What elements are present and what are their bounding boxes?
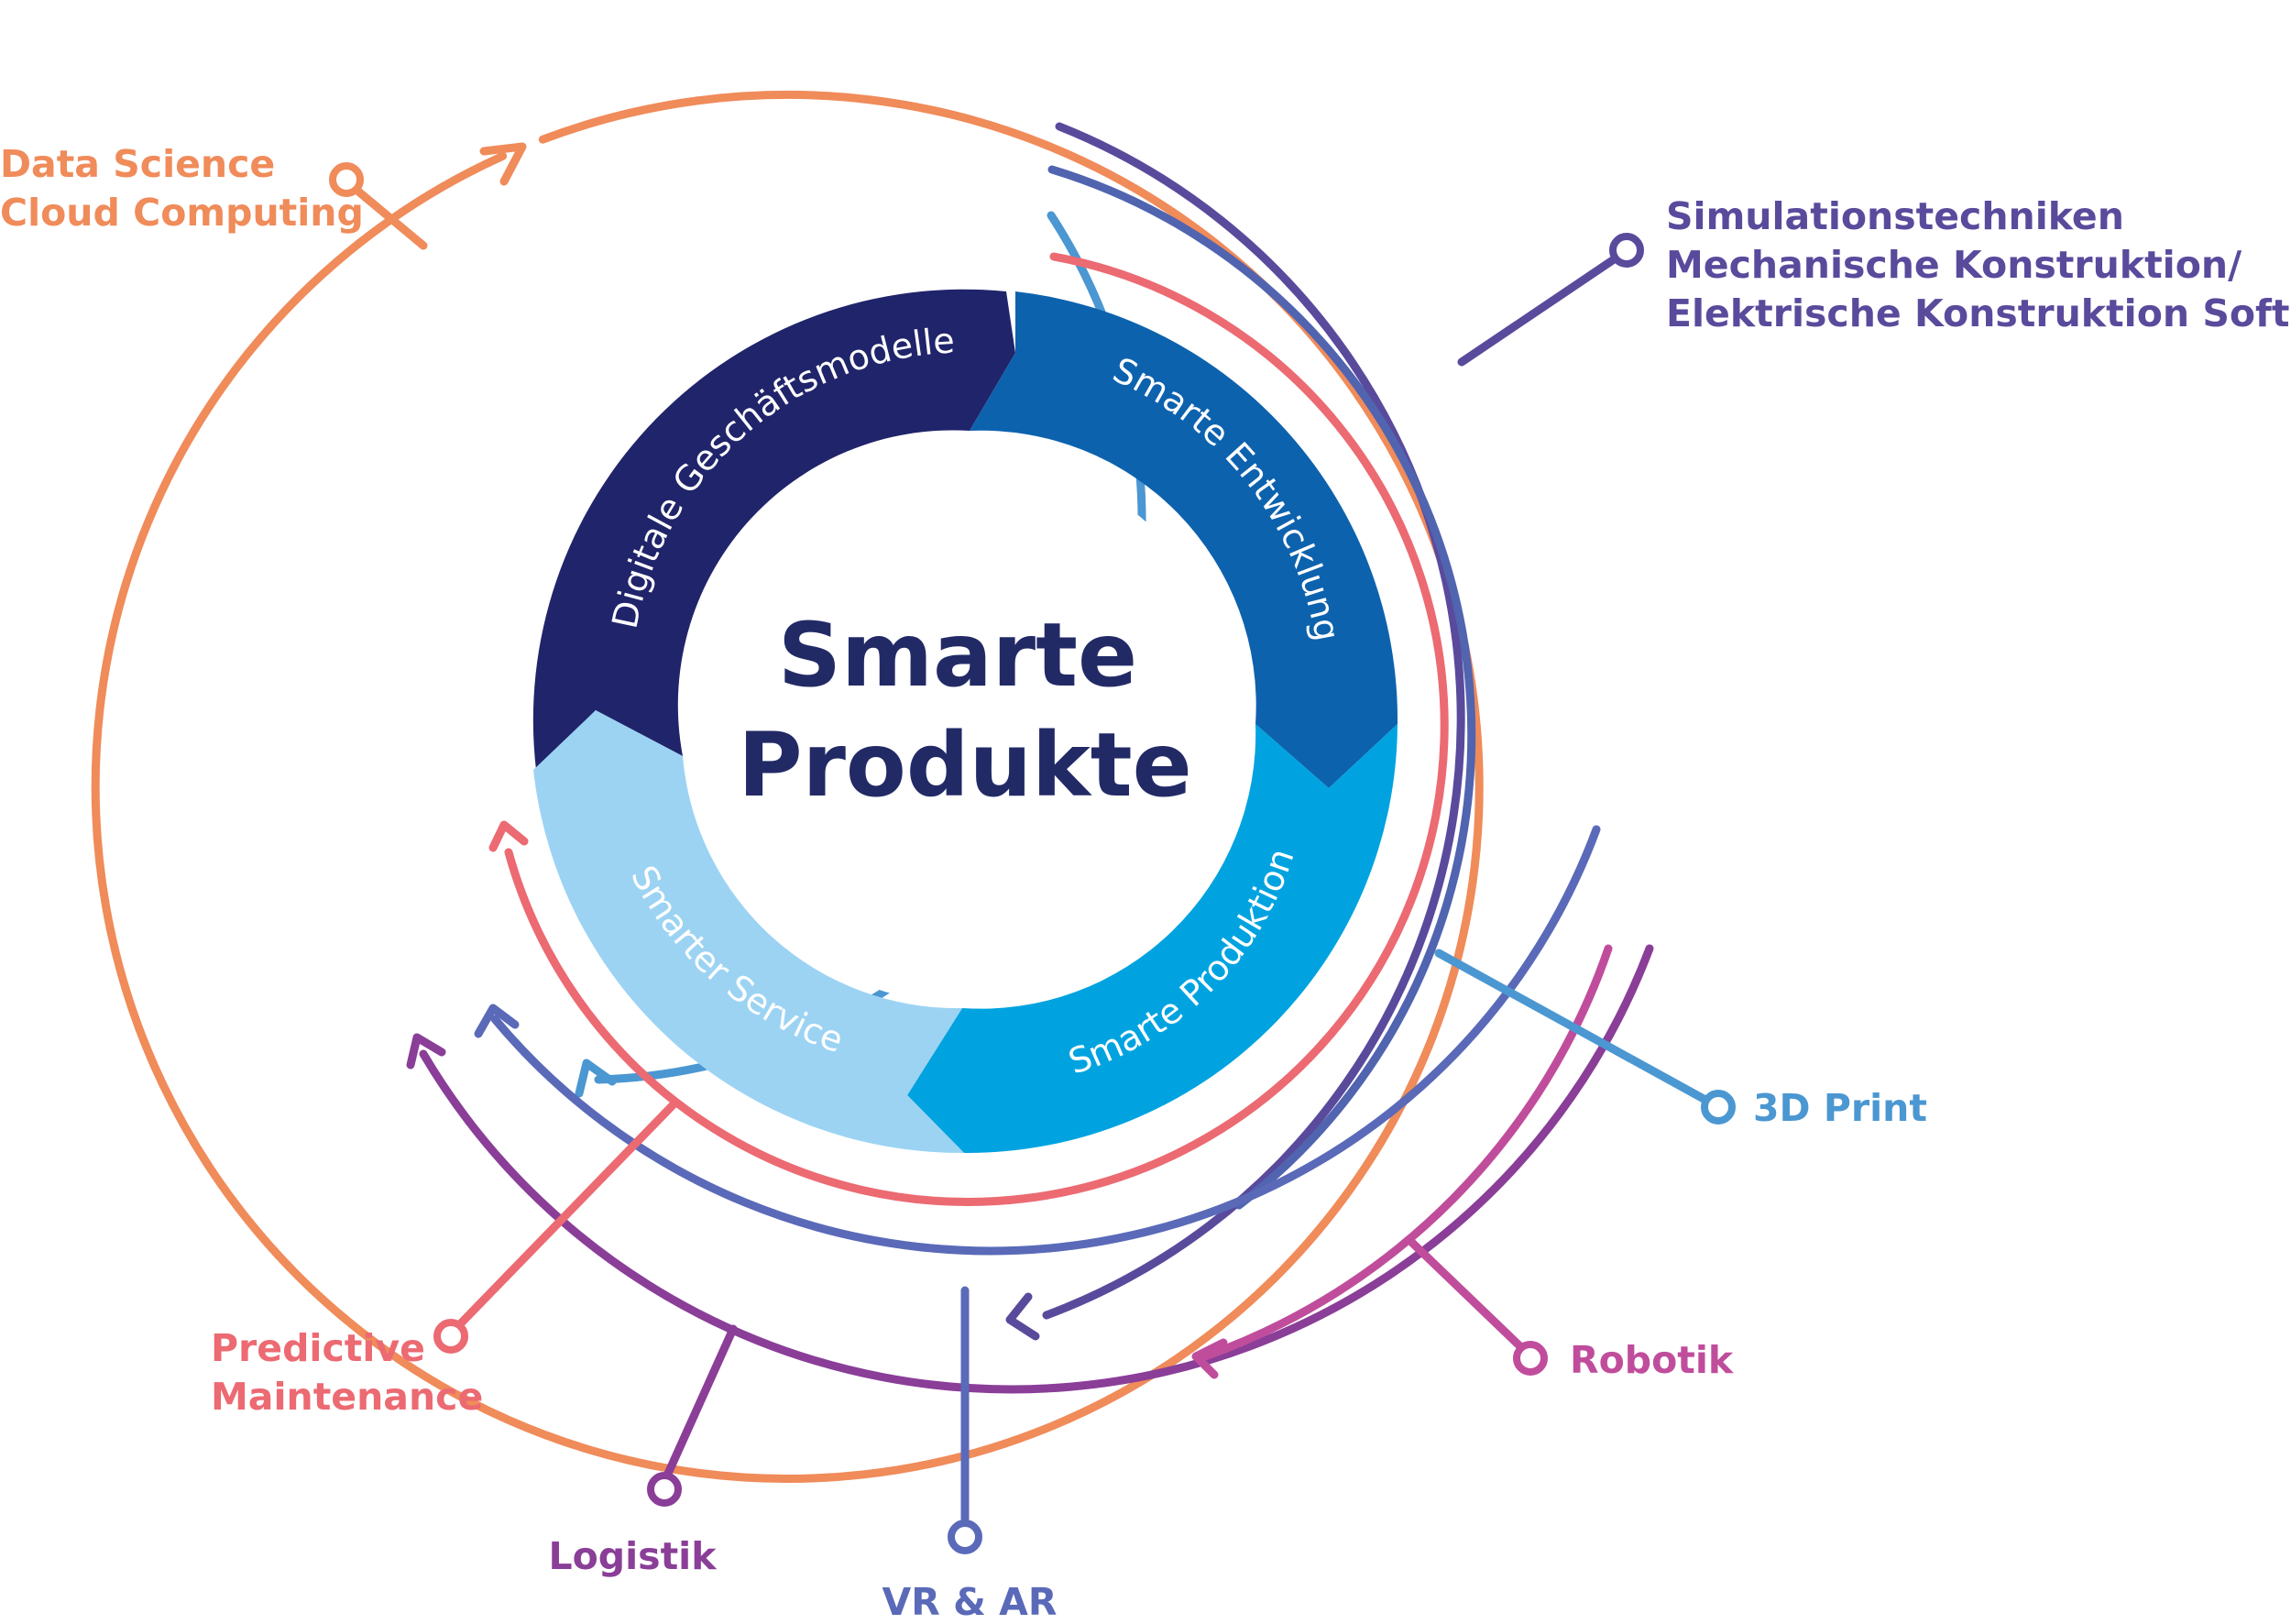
segment-digitale-geschaeftsmodelle	[532, 289, 1015, 770]
print3d-dot	[1701, 1090, 1736, 1125]
data-science-label: Data Science	[0, 142, 275, 186]
logistik-ring	[419, 944, 1654, 1394]
electrical-label: Elektrische Konstruktion Software	[1666, 291, 2291, 335]
center-disc	[690, 454, 1240, 1004]
predictive-dot	[433, 1319, 468, 1354]
mechanical-label: Mechanische Konstruktion/	[1666, 243, 2242, 287]
robotik-dot	[1513, 1341, 1548, 1376]
simulation-dot	[1609, 233, 1644, 268]
center-title-line1: Smarte	[778, 604, 1137, 707]
logistik-label: Logistik	[548, 1534, 718, 1578]
data-science-ring	[91, 90, 1484, 1483]
mechanical-ring	[1047, 165, 1476, 1210]
predictive-connector	[451, 1100, 678, 1333]
vr-ar-arrowhead	[474, 1004, 520, 1038]
predictive-ring	[504, 252, 1449, 1206]
data-science-dot	[329, 162, 364, 197]
data-science-connector	[342, 177, 428, 250]
logistik-connector	[663, 1324, 738, 1480]
center-title-line2: Produkte	[738, 714, 1192, 817]
logistik-dot	[647, 1472, 682, 1507]
segment-smarte-produktion	[907, 724, 1398, 1154]
logistik-arrowhead	[406, 1033, 446, 1070]
electrical-arrowhead	[575, 1059, 617, 1098]
segment-smarter-service	[533, 710, 964, 1154]
robotik-label: Robotik	[1570, 1338, 1735, 1382]
predictive-label: Predictive	[211, 1326, 425, 1370]
print3d-connector	[1434, 949, 1718, 1109]
vr-ar-ring	[490, 825, 1601, 1256]
segment-smarte-entwicklung	[970, 291, 1398, 788]
cloud-computing-label: Cloud Computing	[0, 191, 364, 235]
simulation-connector	[1457, 247, 1629, 367]
simulation-label: Simulationstechniken	[1666, 194, 2124, 238]
robotik-connector	[1407, 1237, 1530, 1356]
predictive-arrowhead	[488, 820, 529, 852]
data-science-arrowhead	[479, 142, 527, 186]
simulation-arrowhead	[1005, 1292, 1040, 1341]
vr-ar-dot	[948, 1520, 982, 1554]
vr-ar-label: VR & AR	[882, 1580, 1058, 1624]
maintenance-label: Maintenance	[211, 1375, 483, 1419]
robotik-arrowhead	[1191, 1338, 1228, 1379]
print3d-label: 3D Print	[1753, 1086, 1927, 1130]
